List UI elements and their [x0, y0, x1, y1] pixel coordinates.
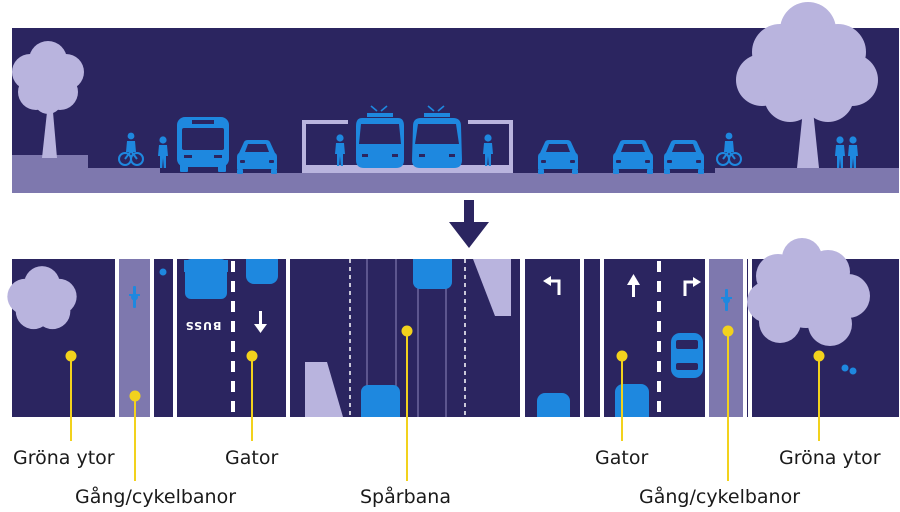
tree-icon [736, 2, 878, 168]
car-top-icon [615, 384, 649, 417]
label-tramway: Spårbana [360, 486, 451, 508]
car-top-icon [671, 333, 703, 378]
lane-separators [115, 259, 752, 417]
car-icon [613, 140, 653, 174]
label-walk-bike-right: Gång/cykelbanor [639, 486, 801, 508]
label-streets-left: Gator [225, 447, 279, 469]
pedestrian-dot [159, 268, 167, 276]
label-walk-bike-left: Gång/cykelbanor [75, 486, 237, 508]
tree-top-icon [747, 238, 870, 346]
arrow-down-icon [449, 200, 489, 248]
car-top-icon [246, 259, 278, 284]
car-top-icon [537, 393, 570, 417]
bus-icon [177, 117, 229, 172]
tram-top-icon [361, 385, 400, 417]
tree-icon [12, 41, 84, 158]
cyclist-top-icon [721, 289, 732, 311]
callout-lines [70, 331, 820, 481]
tram-icon [356, 105, 404, 168]
label-streets-right: Gator [595, 447, 649, 469]
cyclist-top-icon [129, 286, 140, 308]
people-top-icon [841, 364, 857, 375]
arrow-left-turn-head [543, 276, 551, 286]
cross-section-ground [12, 155, 899, 193]
tram-platform [302, 165, 513, 173]
tram-icon [412, 105, 462, 168]
tram-top-icon [413, 259, 452, 289]
bus-lane-marking: BUSS [185, 319, 222, 332]
arrow-right-turn-head [693, 277, 701, 287]
label-green-areas-left: Gröna ytor [13, 447, 115, 469]
bike-path-right [709, 259, 743, 417]
arrow-right-turn-marking [683, 280, 695, 296]
platform-left [305, 362, 343, 417]
platform-right [473, 259, 511, 316]
car-icon [237, 140, 277, 174]
car-icon [538, 140, 578, 174]
car-icon [664, 140, 704, 174]
bus-top-icon [184, 259, 228, 299]
arrow-up-marking [627, 274, 640, 297]
cross-section-view [12, 2, 899, 193]
arrow-left-turn-marking [549, 279, 561, 295]
label-green-areas-right: Gröna ytor [779, 447, 881, 469]
plan-view: BUSS [7, 238, 899, 417]
arrow-down-marking [254, 311, 267, 333]
